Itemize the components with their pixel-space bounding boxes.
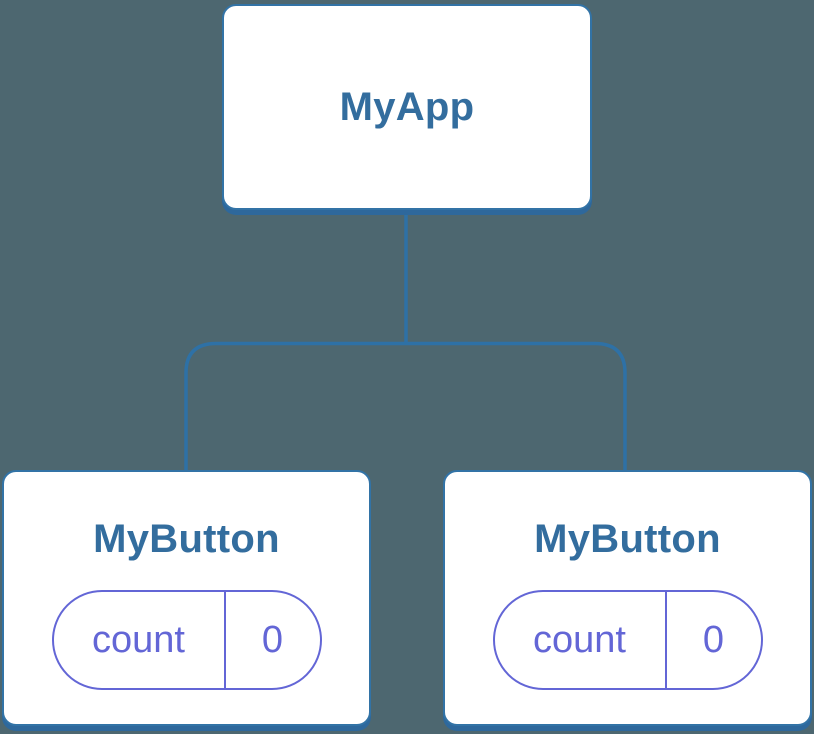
node-mybutton-right: MyButton count 0 — [443, 470, 812, 726]
node-myapp: MyApp — [222, 4, 592, 210]
node-label: MyButton — [534, 517, 721, 561]
state-key-label: count — [54, 592, 226, 688]
state-key-label: count — [495, 592, 667, 688]
state-pill: count 0 — [51, 590, 322, 690]
state-pill: count 0 — [492, 590, 763, 690]
node-label: MyApp — [339, 85, 475, 129]
connector-branch-line — [184, 341, 627, 470]
node-mybutton-left: MyButton count 0 — [2, 470, 371, 726]
state-value-label: 0 — [261, 618, 284, 661]
state-value-label: 0 — [702, 618, 725, 661]
node-label: MyButton — [93, 517, 280, 561]
